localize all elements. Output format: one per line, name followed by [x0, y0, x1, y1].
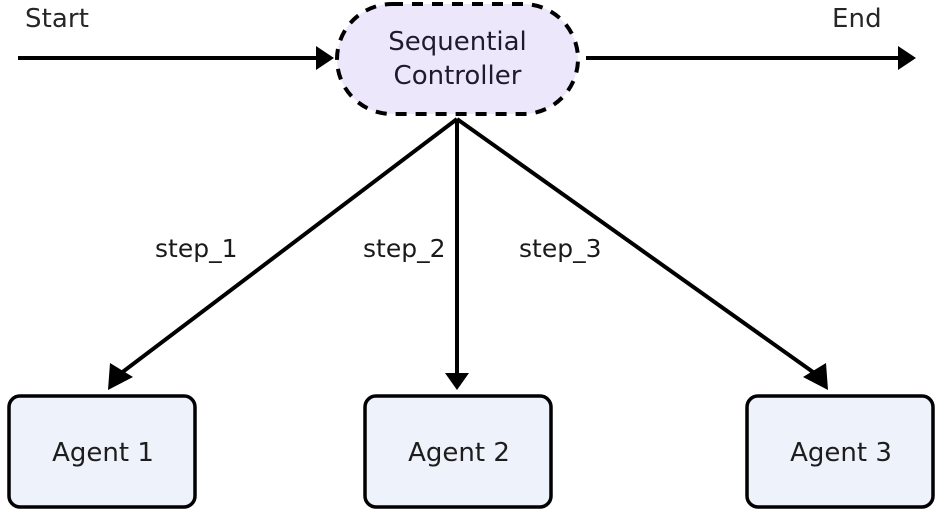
step-1-arrowhead-icon [108, 363, 133, 390]
edge-label-step-2: step_2 [363, 234, 446, 263]
start-edge-arrowhead-icon [316, 46, 334, 70]
edge-step-3 [455, 117, 828, 390]
edge-step-2 [445, 119, 469, 390]
step-1-edge-line [114, 117, 459, 379]
agent-1-node-shape[interactable] [7, 394, 197, 509]
end-label: End [832, 4, 882, 34]
step-3-edge-line [455, 117, 822, 379]
controller-node-shape[interactable] [335, 2, 580, 116]
edge-step-1 [108, 117, 459, 390]
agent-2-node-shape[interactable] [363, 394, 553, 509]
agent-3-node-shape[interactable] [745, 394, 935, 509]
edge-label-step-3: step_3 [519, 234, 602, 263]
edge-start-to-controller [18, 46, 334, 70]
step-3-arrowhead-icon [803, 363, 828, 390]
edge-label-step-1: step_1 [155, 234, 238, 263]
start-label: Start [25, 4, 90, 34]
edge-controller-to-end [586, 46, 916, 70]
step-2-arrowhead-icon [445, 373, 469, 390]
end-edge-arrowhead-icon [898, 46, 916, 70]
